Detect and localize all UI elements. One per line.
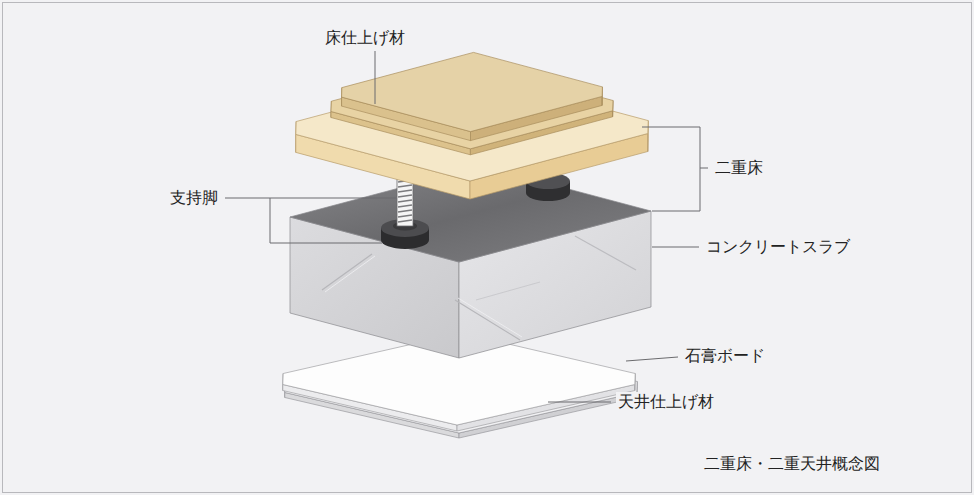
screw-thread	[398, 200, 412, 202]
screw-thread	[398, 215, 412, 217]
screw-thread	[398, 205, 412, 207]
part-label: 石膏ボード	[683, 346, 767, 365]
screw-thread	[398, 220, 412, 222]
top-face	[342, 52, 603, 131]
screw-thread	[398, 210, 412, 212]
slab-texture	[322, 236, 636, 340]
support-leg	[381, 176, 429, 249]
bracket	[642, 127, 708, 211]
caption: 二重床・二重天井概念図	[702, 454, 882, 473]
part-label: 支持脚	[168, 188, 220, 207]
screw-thread	[398, 195, 412, 197]
part-label: 天井仕上げ材	[616, 392, 716, 411]
part-label: 床仕上げ材	[323, 28, 407, 47]
part-label: コンクリートスラブ	[704, 237, 852, 256]
leader-line	[626, 357, 678, 361]
screw-thread	[398, 185, 412, 187]
screw-thread	[398, 190, 412, 192]
leader-line	[548, 402, 611, 403]
leader-line	[225, 198, 396, 243]
floor-finish	[342, 52, 603, 140]
leader-line	[375, 51, 376, 104]
part-label: 二重床	[713, 158, 765, 177]
leader-line	[652, 247, 699, 248]
leader-lines	[225, 51, 708, 402]
frame	[3, 3, 972, 493]
